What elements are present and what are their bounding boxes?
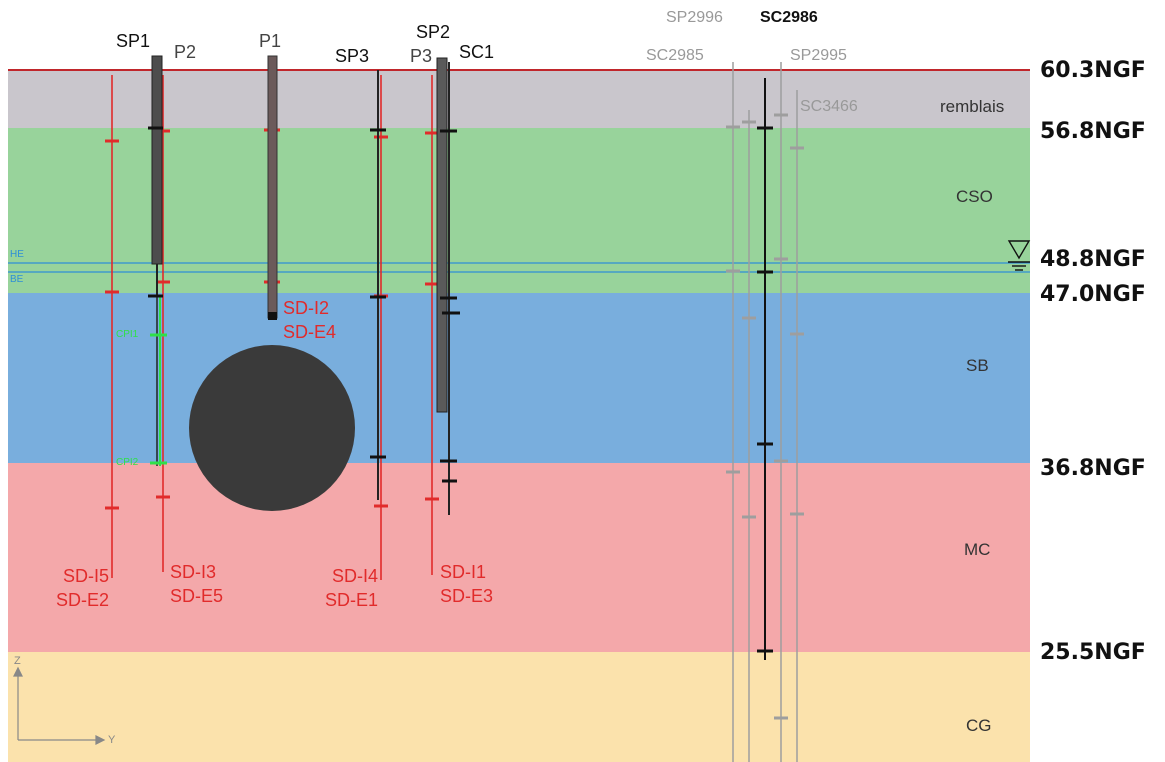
sd-label-e4: SD-E4 <box>283 322 337 342</box>
sd-label-e2: SD-E2 <box>55 590 109 610</box>
borehole-label-sp2995: SP2995 <box>790 47 847 64</box>
borehole-label-sp1: SP1 <box>116 31 151 51</box>
borehole-p1 <box>267 55 278 319</box>
sd-label-e3: SD-E3 <box>440 586 494 606</box>
borehole-label-p1: P1 <box>259 31 282 51</box>
sd-label-group-5-2: SD-I5 SD-E2 <box>42 564 109 612</box>
borehole-label-p3: P3 <box>410 46 433 66</box>
sd-label-i1: SD-I1 <box>440 562 487 582</box>
sd-lines <box>111 75 433 580</box>
water-table-icon <box>1007 240 1031 271</box>
borehole-label-sc3466: SC3466 <box>800 98 858 115</box>
elevation-label-36-8: 36.8NGF <box>1040 456 1146 481</box>
borehole-label-sp2: SP2 <box>416 22 451 42</box>
elevation-label-60-3: 60.3NGF <box>1040 58 1146 83</box>
elevation-label-56-8: 56.8NGF <box>1040 119 1146 144</box>
elevation-label-48-8: 48.8NGF <box>1040 247 1146 272</box>
layer-label-cg: CG <box>966 716 992 735</box>
borehole-label-sc1: SC1 <box>459 42 495 62</box>
layer-cg <box>8 652 1030 762</box>
layer-remblais <box>8 70 1030 128</box>
elevation-label-25-5: 25.5NGF <box>1040 640 1146 665</box>
layer-mc <box>8 463 1030 652</box>
axis-indicator <box>13 666 106 745</box>
borehole-label-sc2986: SC2986 <box>760 9 818 26</box>
borehole-label-p2: P2 <box>174 42 197 62</box>
gray-ticks <box>726 113 804 720</box>
cpi-tag-2: CPI2 <box>116 457 139 468</box>
borehole-label-sc2985: SC2985 <box>646 47 704 64</box>
layer-label-mc: MC <box>964 540 991 559</box>
sd-label-i3: SD-I3 <box>170 562 217 582</box>
borehole-label-sp2996: SP2996 <box>666 9 723 26</box>
water-tag-be: BE <box>10 274 24 285</box>
water-tag-he: HE <box>10 249 24 260</box>
sd-label-group-p1: SD-I2 SD-E4 <box>283 296 336 344</box>
cpi-tag-1: CPI1 <box>116 329 139 340</box>
layer-label-remblais: remblais <box>940 97 1005 116</box>
sd-label-group-3-5: SD-I3 SD-E5 <box>170 560 223 608</box>
layer-label-sb: SB <box>966 356 989 375</box>
sd-label-i4: SD-I4 <box>331 566 378 586</box>
sd-label-i2: SD-I2 <box>283 298 330 318</box>
sd-label-group-1-3: SD-I1 SD-E3 <box>440 560 493 608</box>
borehole-sp1 <box>151 55 163 265</box>
gray-boreholes <box>732 62 798 762</box>
elevation-label-47-0: 47.0NGF <box>1040 282 1146 307</box>
borehole-label-sp3: SP3 <box>335 46 370 66</box>
sd-label-e1: SD-E1 <box>324 590 378 610</box>
axis-label-y: Y <box>108 734 116 746</box>
axis-label-z: Z <box>14 655 21 667</box>
borehole-sp2 <box>436 57 448 413</box>
sd-label-e5: SD-E5 <box>170 586 224 606</box>
sd-label-group-4-1: SD-I4 SD-E1 <box>313 564 378 612</box>
sd-label-i5: SD-I5 <box>62 566 109 586</box>
tunnel-section <box>189 345 355 511</box>
layer-label-cso: CSO <box>956 187 993 206</box>
layer-sb <box>8 293 1030 463</box>
layer-cso <box>8 128 1030 293</box>
